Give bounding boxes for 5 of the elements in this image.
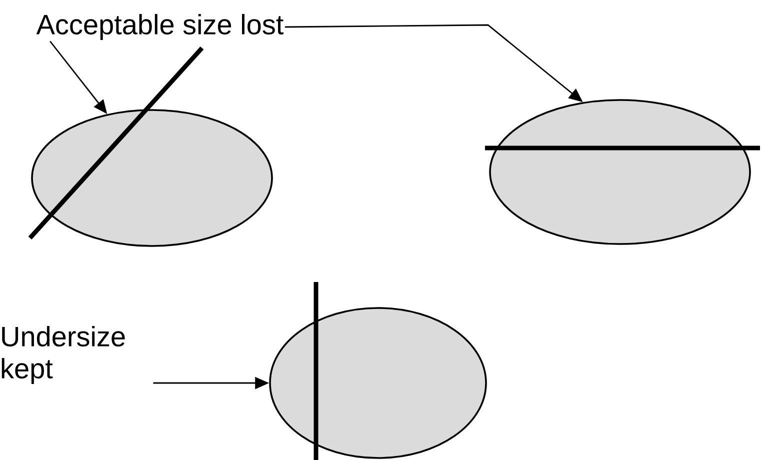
label-text: Undersize kept — [2, 326, 125, 384]
dotted-ellipse — [31, 109, 273, 247]
dotted-ellipse — [269, 307, 487, 459]
dotted-ellipse — [489, 99, 751, 245]
label-text: Acceptable size lost — [36, 14, 284, 40]
